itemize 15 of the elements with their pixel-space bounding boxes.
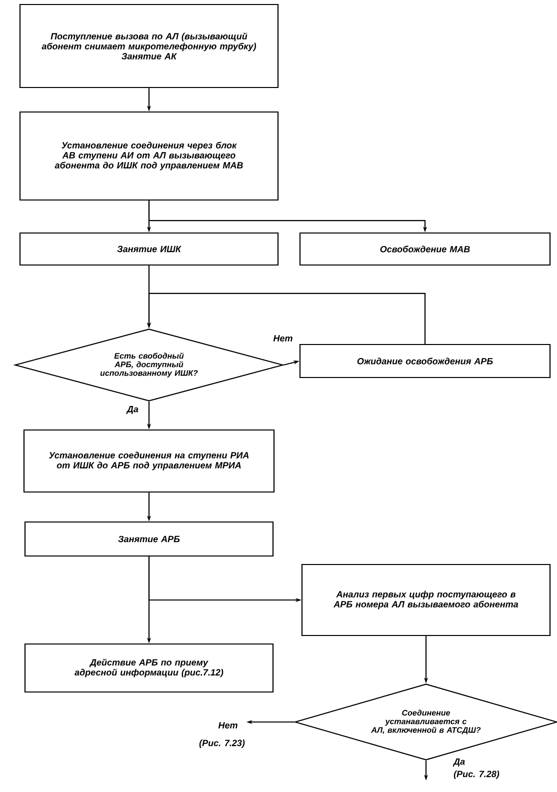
edge-label: Нет <box>218 722 238 728</box>
figure-reference: (Рис. 7.23) <box>199 740 245 748</box>
process-box: Занятие АРБ <box>24 521 274 557</box>
process-box: Действие АРБ по приему адресной информации (рис.7.12) <box>24 643 274 693</box>
process-box: Анализ первых цифр поступающего в АРБ номера АЛ вызываемого абонента <box>301 564 551 636</box>
edge-label: Да <box>126 406 138 414</box>
process-box: Ожидание освобождения АРБ <box>299 344 551 378</box>
process-box: Освобождение МАВ <box>299 232 551 266</box>
edge-label: Нет <box>273 335 292 342</box>
process-box: Занятие ИШК <box>19 232 279 266</box>
figure-reference: (Рис. 7.28) <box>454 770 500 779</box>
process-box: Поступление вызова по АЛ (вызывающий абонент снимает микротелефонную трубку) Занятие АК <box>19 4 279 88</box>
process-box: Установление соединения на ступени РИА от ИШК до АРБ под управлением МРИА <box>23 429 275 493</box>
process-box: Установление соединения через блок АВ ступени АИ от АЛ вызывающего абонента до ИШК под управлением МАВ <box>19 111 279 201</box>
edge-label: Да <box>452 758 465 766</box>
